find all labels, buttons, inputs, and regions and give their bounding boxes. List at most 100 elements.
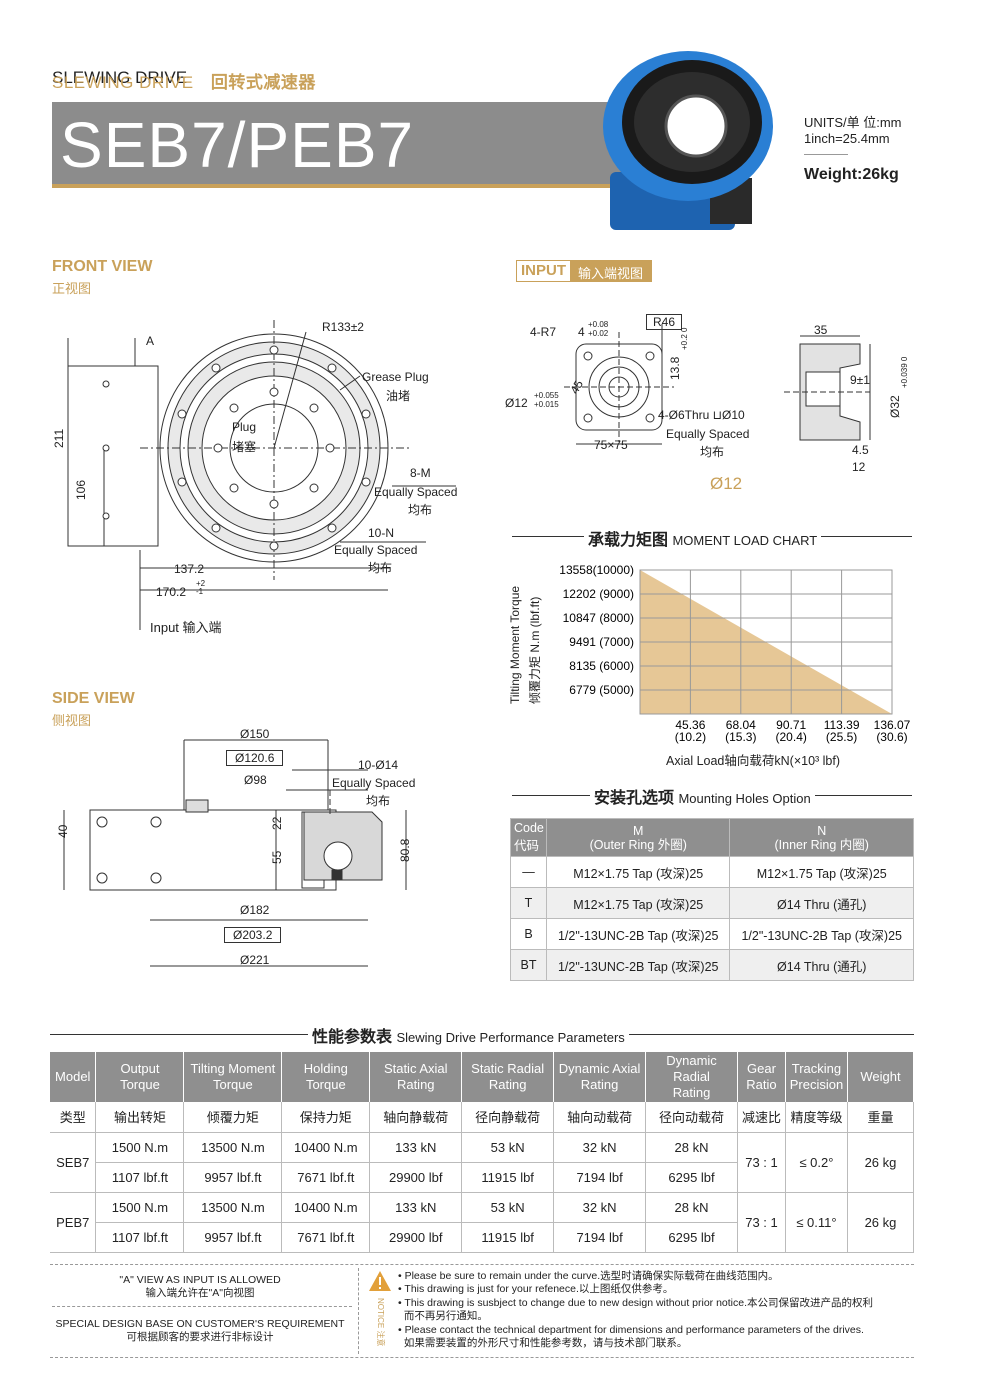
perf-metric-value: 10400 N.m [281,1192,371,1223]
perf-imperial-value: 9957 lbf.ft [183,1222,283,1253]
notice-list: • Please be sure to remain under the cur… [398,1270,914,1350]
front-view-title: FRONT VIEW [52,258,153,275]
grease-plug-en: Grease Plug [362,370,429,384]
dim-35: 35 [814,323,828,337]
chart-title-en: MOMENT LOAD CHART [672,533,818,548]
footer-note-2-cn: 可根据顾客的要求进行非标设计 [126,1331,274,1343]
dim-32-tol: +0.039 0 [900,356,909,388]
perf-imperial-value: 7194 lbf [553,1222,647,1253]
chart-xtick-imperial: (10.2) [675,730,706,744]
input-holes-cn: 均布 [700,445,725,459]
title-banner: SEB7/PEB7 [52,102,632,188]
perf-header-cn-cell: 减速比 [737,1102,786,1133]
chart-title: 承载力矩图 MOMENT LOAD CHART [584,526,822,550]
dim-4-tol-dn: +0.02 [588,329,609,338]
m8-title: 8-M [410,466,431,480]
chart-xtick-imperial: (30.6) [876,730,907,744]
notice-item: • Please be sure to remain under the cur… [398,1270,779,1282]
perf-metric-value: 32 kN [553,1192,647,1223]
weight-label: Weight:26kg [804,166,899,183]
holes-th-n: N (Inner Ring 内圈) [729,818,914,857]
dim-40: 40 [56,824,70,838]
holes-title-en: Mounting Holes Option [678,791,811,806]
dim-75: 75×75 [594,438,628,452]
footer-note-2-en: SPECIAL DESIGN BASE ON CUSTOMER'S REQUIR… [55,1318,345,1330]
dim-12b: 12 [852,460,866,474]
perf-imperial-value: 6295 lbf [645,1222,738,1253]
perf-metric-value: 28 kN [645,1192,738,1223]
n10-en: Equally Spaced [334,543,418,557]
dim-4-tol-up: +0.08 [588,320,609,329]
perf-header-cn-cell: 径向静载荷 [461,1102,555,1133]
holes-m: 1/2"-13UNC-2B Tap (攻深)25 [545,949,731,981]
side-view-title: SIDE VIEW [52,690,135,707]
dim-4-5: 4.5 [852,443,869,457]
n10-cn: 均布 [368,561,393,575]
notice-item: 如果需要装置的外形尺寸和性能参考数，请与技术部门联系。 [398,1337,688,1350]
chart-ytick: 12202 (9000) [563,587,634,601]
holes-code: BT [510,949,547,981]
category-cn-text: 回转式减速器 [210,73,316,92]
category-label: SLEWING DRIVE 回转式减速器 [52,68,316,93]
perf-ratio: 73 : 1 [737,1192,786,1253]
dim-22: 22 [270,816,284,830]
dim-221: Ø221 [240,953,270,967]
perf-title-cn: 性能参数表 [312,1029,393,1046]
perf-imperial-value: 9957 lbf.ft [183,1162,283,1193]
perf-imperial-value: 11915 lbf [461,1222,555,1253]
dim-r133: R133±2 [322,320,364,334]
plug-cn: 堵塞 [232,440,257,454]
holes-th-code: Code 代码 [510,818,547,857]
holes-code: — [510,856,547,888]
perf-imperial-value: 11915 lbf [461,1162,555,1193]
front-view-drawing [67,320,456,630]
holes-n: Ø14 Thru (通孔) [729,949,914,981]
dim-12: Ø12 [505,396,528,410]
perf-model: SEB7 [50,1132,97,1193]
perf-header-cell: Model [50,1052,97,1102]
perf-precision: ≤ 0.11° [785,1192,848,1253]
chart-xtick: 90.71 [776,718,806,732]
page-title: SEB7/PEB7 [60,109,415,181]
perf-metric-value: 32 kN [553,1132,647,1163]
perf-header-cn-cell: 径向动载荷 [645,1102,738,1133]
divider [804,154,848,155]
inch-label: 1inch=25.4mm [804,131,890,146]
perf-metric-value: 53 kN [461,1132,555,1163]
chart-ylabel-cn: 倾覆力矩 N.m (lbf.ft) [528,596,542,704]
holes-code: B [510,918,547,950]
category-en: SLEWING DRIVE [52,68,188,87]
perf-metric-value: 133 kN [369,1192,463,1223]
units-label: UNITS/单 位:mm [804,115,902,130]
footer-note-divider [52,1306,352,1307]
perf-precision: ≤ 0.2° [785,1132,848,1193]
chart-xtick: 136.07 [874,718,911,732]
notice-item: • This drawing is just for your refenece… [398,1283,674,1296]
chart-ytick: 13558(10000) [559,563,634,577]
input-view-title-cn: 输入端视图 [570,261,652,281]
input-label: Input 输入端 [150,620,222,635]
perf-title-en: Slewing Drive Performance Parameters [396,1030,625,1045]
input-holes: 4-Ø6Thru ⊔Ø10 [658,408,745,422]
perf-header-cn-cell: 重量 [847,1102,915,1133]
holes-table: Code 代码 M (Outer Ring 外圈) N (Inner Ring … [510,818,914,981]
perf-header-cn-cell: 保持力矩 [281,1102,371,1133]
footer-note-1-en: "A" VIEW AS INPUT IS ALLOWED [119,1274,281,1286]
footer-note-2: SPECIAL DESIGN BASE ON CUSTOMER'S REQUIR… [50,1318,350,1344]
chart-title-cn: 承载力矩图 [588,532,669,549]
footer-vdivider [358,1268,359,1354]
perf-header-cell: Static Axial Rating [369,1052,463,1102]
holes-title-cn: 安装孔选项 [594,790,675,807]
perf-header-cell: Static Radial Rating [461,1052,555,1102]
input-caption: Ø12 [710,474,743,493]
dim-106: 106 [74,479,88,500]
perf-header-cell: Dynamic Radial Rating [645,1052,738,1102]
dim-137: 137.2 [174,562,205,576]
perf-metric-value: 13500 N.m [183,1132,283,1163]
perf-metric-value: 10400 N.m [281,1132,371,1163]
dim-55: 55 [270,850,284,864]
perf-header-cell: Tilting Moment Torque [183,1052,283,1102]
perf-header-cn-cell: 轴向动载荷 [553,1102,647,1133]
chart-xtick-imperial: (15.3) [725,730,756,744]
